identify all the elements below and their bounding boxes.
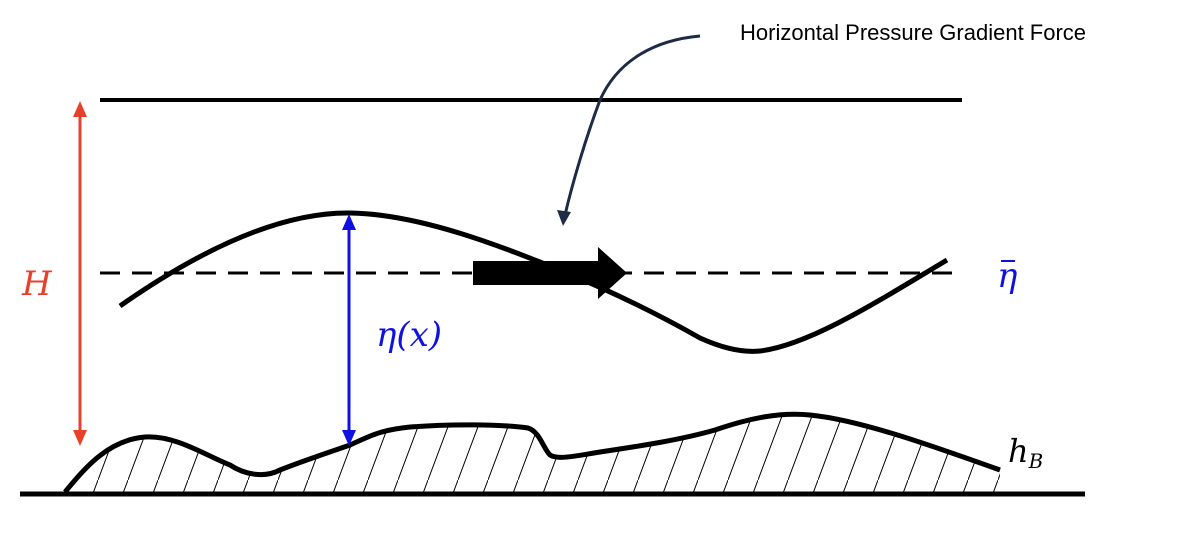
h-b-label: hB [1008,432,1043,473]
eta-double-arrow [342,214,356,446]
h-double-arrow [73,101,87,446]
h-b-subscript: B [1028,449,1044,473]
h-b-main: h [1008,432,1029,470]
thick-right-arrow-icon [473,247,627,299]
force-annotation-label: Horizontal Pressure Gradient Force [740,20,1087,45]
bottom-topography-curve [63,411,1001,494]
curved-arrow-icon [557,34,701,226]
terrain-hatching [65,414,1000,492]
eta-bar-symbol: η [997,256,1018,296]
eta-x-label: η(x) [376,315,443,355]
eta-bar-label: η [997,256,1017,296]
h-label: H [22,264,52,304]
